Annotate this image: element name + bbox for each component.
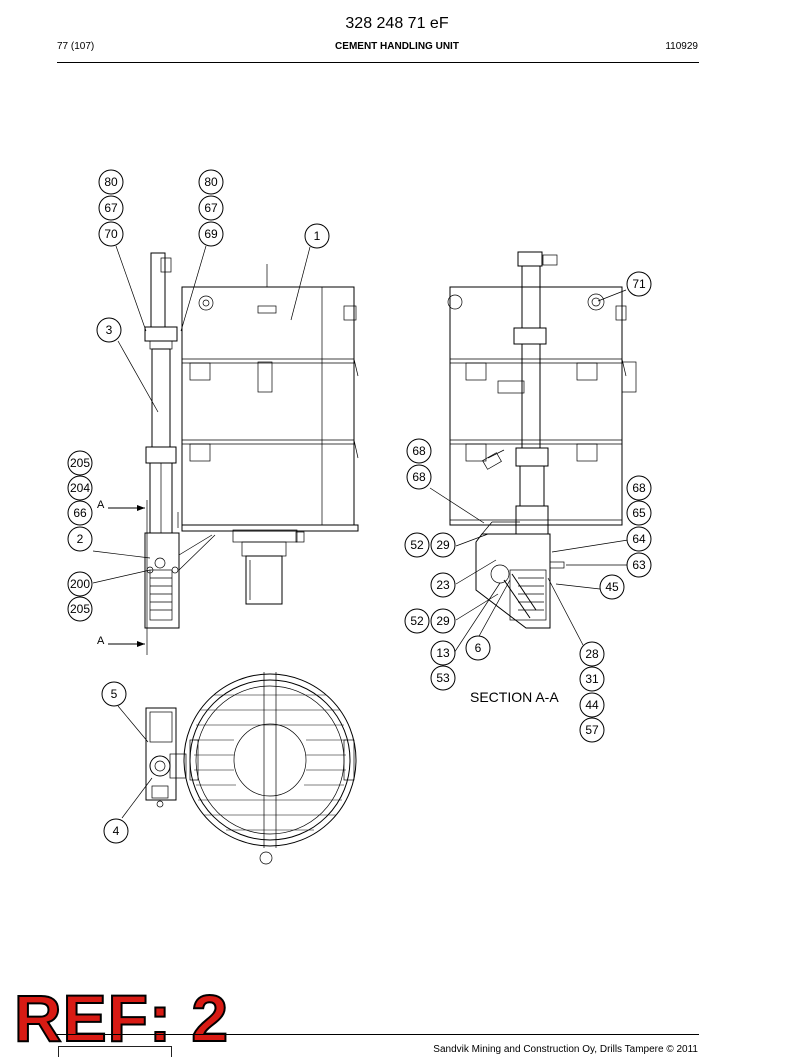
svg-text:23: 23 (436, 578, 450, 592)
callout-29: 29 (430, 608, 456, 634)
callout-68: 68 (626, 475, 652, 501)
svg-text:80: 80 (104, 175, 118, 189)
svg-text:68: 68 (412, 470, 426, 484)
callout-64: 64 (626, 526, 652, 552)
callout-2: 2 (67, 526, 93, 552)
svg-text:69: 69 (204, 227, 218, 241)
callout-66: 66 (67, 500, 93, 526)
callout-13: 13 (430, 640, 456, 666)
callout-71: 71 (626, 271, 652, 297)
svg-text:205: 205 (70, 456, 90, 470)
callout-23: 23 (430, 572, 456, 598)
callout-29: 29 (430, 532, 456, 558)
svg-text:63: 63 (632, 558, 646, 572)
callout-4: 4 (103, 818, 129, 844)
svg-text:67: 67 (104, 201, 118, 215)
callout-1: 1 (304, 223, 330, 249)
svg-text:28: 28 (585, 647, 599, 661)
svg-text:1: 1 (314, 229, 321, 243)
svg-text:29: 29 (436, 614, 450, 628)
svg-text:52: 52 (410, 614, 424, 628)
footer-copyright: Sandvik Mining and Construction Oy, Dril… (433, 1044, 698, 1055)
footer-rule (57, 1034, 699, 1035)
callout-65: 65 (626, 500, 652, 526)
callout-204: 204 (67, 475, 93, 501)
svg-text:205: 205 (70, 602, 90, 616)
svg-text:57: 57 (585, 723, 599, 737)
callout-67: 67 (98, 195, 124, 221)
svg-text:45: 45 (605, 580, 619, 594)
svg-text:70: 70 (104, 227, 118, 241)
svg-text:13: 13 (436, 646, 450, 660)
svg-text:3: 3 (106, 323, 113, 337)
plan-view (145, 672, 357, 865)
section-marker-top: A (97, 499, 105, 511)
left-elevation-view: A A (97, 252, 359, 655)
right-section-view: SECTION A-A (447, 251, 637, 705)
leader-lines (92, 245, 629, 819)
callout-45: 45 (599, 574, 625, 600)
svg-text:44: 44 (585, 698, 599, 712)
callout-57: 57 (579, 717, 605, 743)
callout-80: 80 (98, 169, 124, 195)
header-rule (57, 62, 699, 63)
callout-205: 205 (67, 596, 93, 622)
page-count: 77 (107) (57, 41, 95, 52)
callout-80: 80 (198, 169, 224, 195)
svg-text:2: 2 (77, 532, 84, 546)
callout-52: 52 (404, 608, 430, 634)
callout-6: 6 (465, 635, 491, 661)
company-logo (58, 1046, 172, 1057)
callout-63: 63 (626, 552, 652, 578)
callout-31: 31 (579, 666, 605, 692)
callout-28: 28 (579, 641, 605, 667)
svg-text:53: 53 (436, 671, 450, 685)
callout-68: 68 (406, 438, 432, 464)
svg-text:31: 31 (585, 672, 599, 686)
callout-53: 53 (430, 665, 456, 691)
svg-text:4: 4 (113, 824, 120, 838)
svg-text:200: 200 (70, 577, 90, 591)
svg-text:71: 71 (632, 277, 646, 291)
callout-52: 52 (404, 532, 430, 558)
callout-69: 69 (198, 221, 224, 247)
callout-200: 200 (67, 571, 93, 597)
document-date: 110929 (665, 41, 698, 52)
reference-stamp: REF: 2 (13, 981, 230, 1055)
svg-text:67: 67 (204, 201, 218, 215)
callout-68: 68 (406, 464, 432, 490)
document-number: 328 248 71 eF (345, 15, 449, 32)
document-title: CEMENT HANDLING UNIT (335, 41, 459, 52)
callout-205: 205 (67, 450, 93, 476)
callout-3: 3 (96, 317, 122, 343)
section-title: SECTION A-A (470, 689, 559, 705)
callout-67: 67 (198, 195, 224, 221)
callout-70: 70 (98, 221, 124, 247)
svg-text:65: 65 (632, 506, 646, 520)
svg-text:68: 68 (632, 481, 646, 495)
svg-text:68: 68 (412, 444, 426, 458)
callout-bubbles: 80 67 70 80 67 69 1 3 205 204 66 2 200 2… (67, 169, 652, 844)
callout-44: 44 (579, 692, 605, 718)
svg-text:64: 64 (632, 532, 646, 546)
svg-text:5: 5 (111, 687, 118, 701)
svg-text:204: 204 (70, 481, 90, 495)
svg-text:80: 80 (204, 175, 218, 189)
svg-text:66: 66 (73, 506, 87, 520)
callout-5: 5 (101, 681, 127, 707)
svg-text:52: 52 (410, 538, 424, 552)
section-marker-bottom: A (97, 635, 105, 647)
svg-text:6: 6 (475, 641, 482, 655)
svg-text:29: 29 (436, 538, 450, 552)
